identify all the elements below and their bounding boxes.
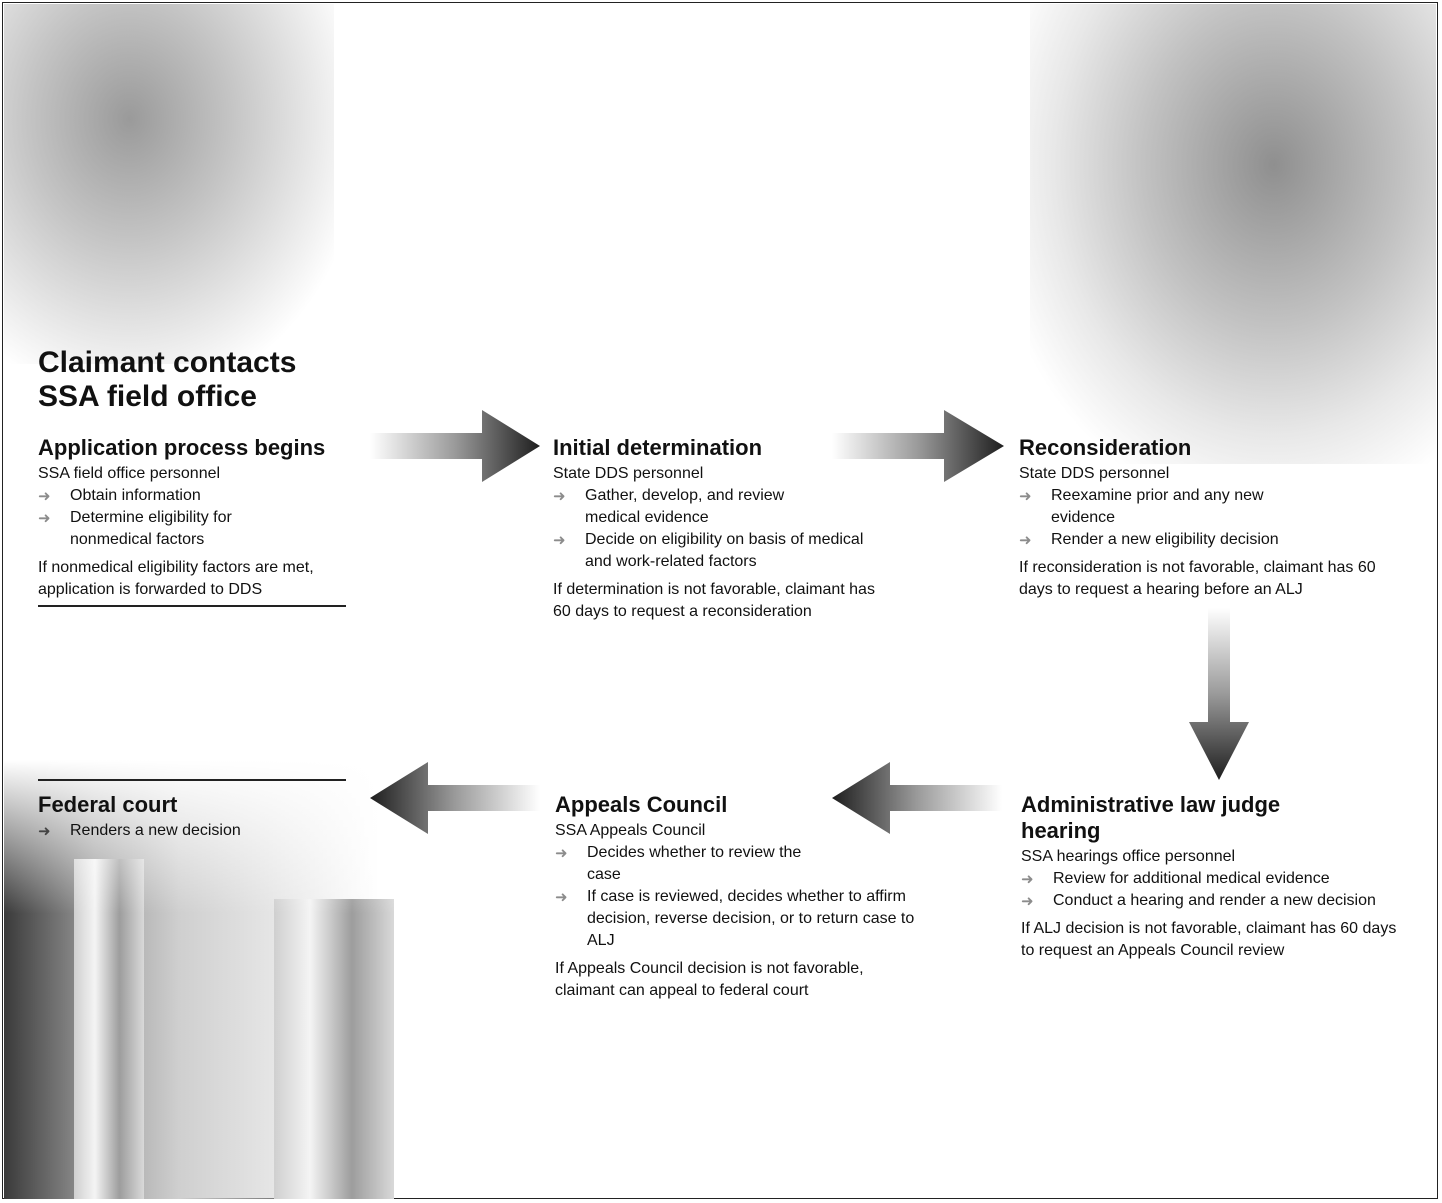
stage-personnel: State DDS personnel bbox=[553, 465, 704, 482]
stage-alj-hearing: Administrative law judge hearing SSA hea… bbox=[1021, 792, 1421, 962]
list-item: ➜Obtain information bbox=[38, 485, 358, 507]
list-item: ➜Gather, develop, and review medical evi… bbox=[553, 487, 785, 526]
arrow-alj-to-appeals bbox=[832, 762, 1002, 834]
arrow-application-to-initial bbox=[370, 410, 540, 482]
claimant-on-phone-photo bbox=[4, 4, 334, 364]
list-item: ➜Render a new eligibility decision bbox=[1019, 529, 1419, 551]
list-item: ➜Conduct a hearing and render a new deci… bbox=[1021, 890, 1383, 912]
list-item: ➜Renders a new decision bbox=[38, 820, 338, 842]
stage-personnel: State DDS personnel bbox=[1019, 465, 1170, 482]
right-arrow-icon: ➜ bbox=[555, 845, 568, 862]
right-arrow-icon: ➜ bbox=[1019, 532, 1032, 549]
list-item: ➜Decide on eligibility on basis of medic… bbox=[553, 531, 864, 570]
doctors-reviewing-chart-photo bbox=[1030, 4, 1436, 464]
stage-title: Appeals Council bbox=[555, 792, 728, 817]
stage-title: Reconsideration bbox=[1019, 435, 1192, 460]
stage-title: Administrative law judge hearing bbox=[1021, 792, 1281, 843]
title-line-2: SSA field office bbox=[38, 380, 257, 413]
divider bbox=[38, 605, 346, 607]
right-arrow-icon: ➜ bbox=[553, 532, 566, 549]
right-arrow-icon: ➜ bbox=[1021, 893, 1034, 910]
arrow-reconsideration-to-alj bbox=[1189, 608, 1249, 780]
stage-note: If nonmedical eligibility factors are me… bbox=[38, 559, 314, 598]
diagram-title: Claimant contacts SSA field office bbox=[38, 346, 296, 414]
list-item: ➜Review for additional medical evidence bbox=[1021, 868, 1421, 890]
right-arrow-icon: ➜ bbox=[553, 488, 566, 505]
right-arrow-icon: ➜ bbox=[555, 889, 568, 906]
stage-note: If ALJ decision is not favorable, claima… bbox=[1021, 920, 1397, 959]
stage-title: Federal court bbox=[38, 792, 178, 817]
arrow-appeals-to-federal bbox=[370, 762, 540, 834]
stage-personnel: SSA field office personnel bbox=[38, 465, 221, 482]
title-line-1: Claimant contacts bbox=[38, 346, 297, 379]
right-arrow-icon: ➜ bbox=[1019, 488, 1032, 505]
stage-personnel: SSA Appeals Council bbox=[555, 822, 706, 839]
stage-note: If Appeals Council decision is not favor… bbox=[555, 960, 864, 999]
stage-personnel: SSA hearings office personnel bbox=[1021, 848, 1236, 865]
list-item: ➜Determine eligibility for nonmedical fa… bbox=[38, 509, 232, 548]
stage-note: If determination is not favorable, claim… bbox=[553, 581, 875, 620]
arrow-initial-to-reconsideration bbox=[832, 410, 1004, 482]
divider bbox=[38, 779, 346, 781]
list-item: ➜Decides whether to review the case bbox=[555, 844, 802, 883]
stage-title: Initial determination bbox=[553, 435, 763, 460]
stage-federal-court: Federal court ➜Renders a new decision bbox=[38, 792, 338, 842]
stage-reconsideration: Reconsideration State DDS personnel ➜Ree… bbox=[1019, 435, 1419, 601]
right-arrow-icon: ➜ bbox=[38, 488, 51, 505]
stage-application: Application process begins SSA field off… bbox=[38, 435, 358, 601]
list-item: ➜If case is reviewed, decides whether to… bbox=[555, 888, 915, 949]
right-arrow-icon: ➜ bbox=[38, 823, 51, 840]
stage-title: Application process begins bbox=[38, 435, 326, 460]
stage-appeals-council: Appeals Council SSA Appeals Council ➜Dec… bbox=[555, 792, 914, 1002]
right-arrow-icon: ➜ bbox=[1021, 871, 1034, 888]
stage-note: If reconsideration is not favorable, cla… bbox=[1019, 559, 1376, 598]
right-arrow-icon: ➜ bbox=[38, 510, 51, 527]
courthouse-columns-photo bbox=[4, 760, 504, 1199]
stage-initial-determination: Initial determination State DDS personne… bbox=[553, 435, 898, 623]
list-item: ➜Reexamine prior and any new evidence bbox=[1019, 487, 1264, 526]
